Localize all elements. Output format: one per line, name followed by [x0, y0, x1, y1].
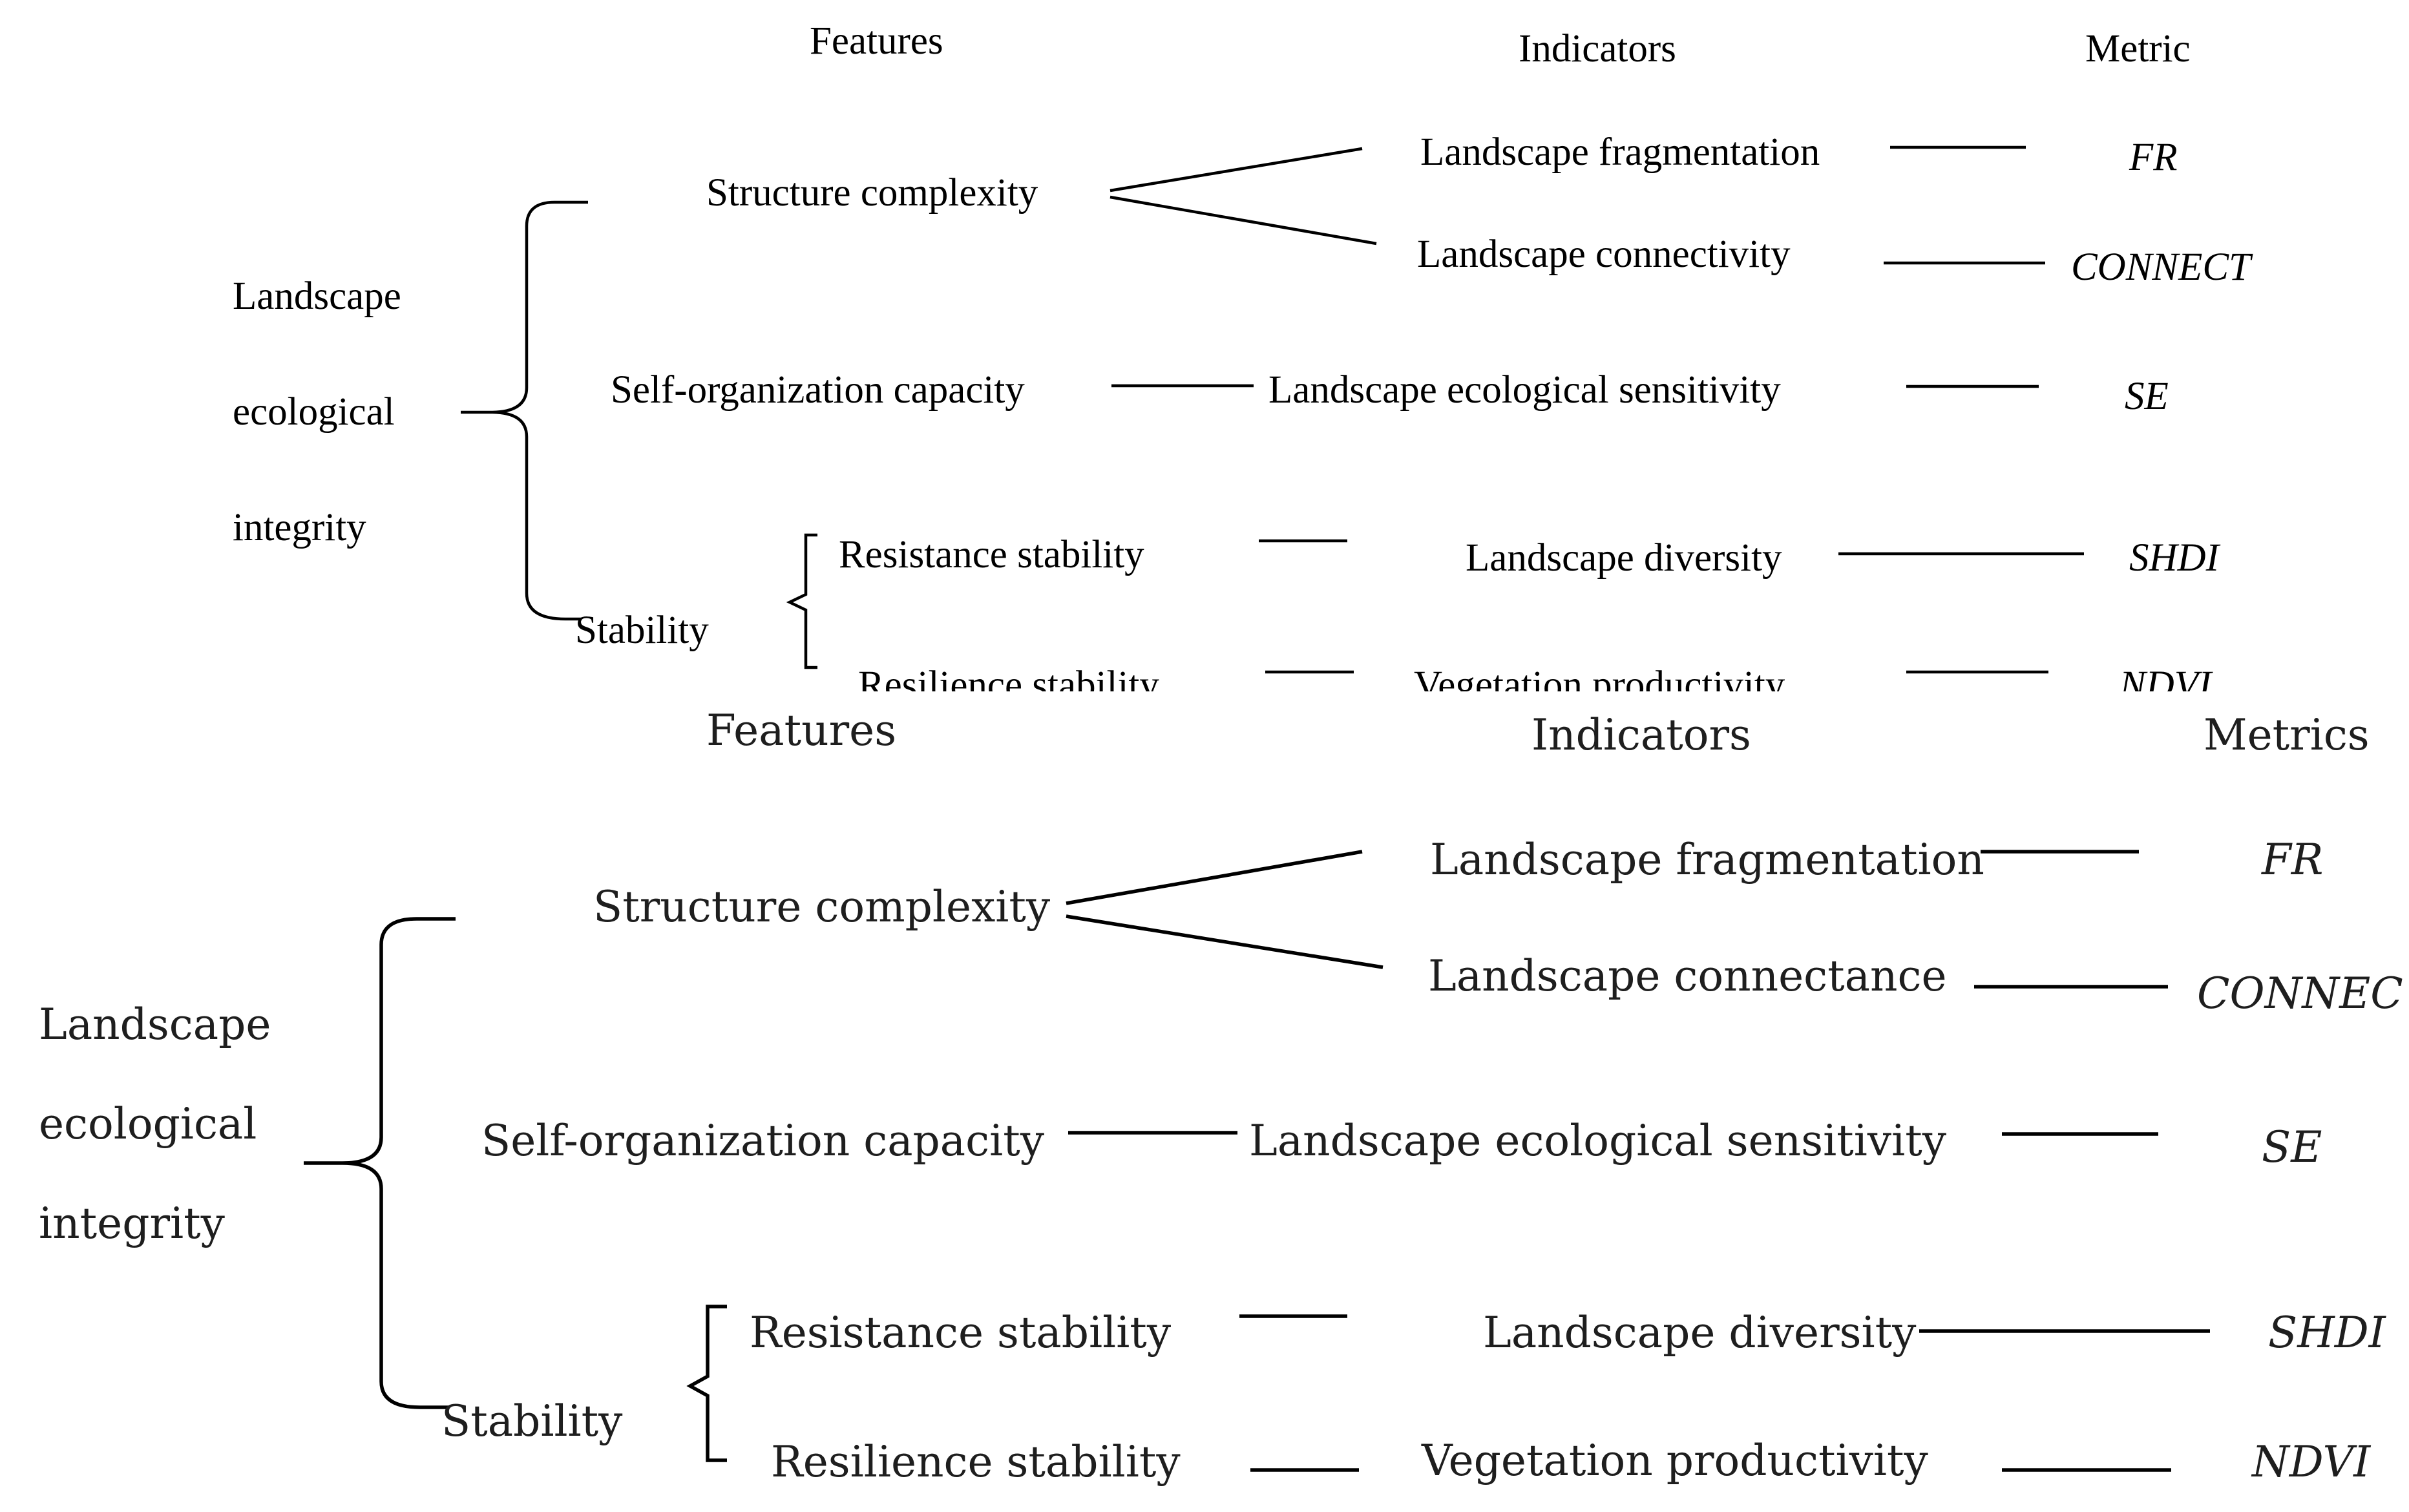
upper-panel: Features Indicators Metric Landscape eco… [233, 19, 2253, 707]
features-header: Features [810, 19, 943, 63]
metric-shdi: SHDI [2129, 536, 2221, 580]
indicator-diversity: Landscape diversity [1483, 1308, 1917, 1358]
metric-ndvi: NDVI [2119, 664, 2213, 707]
metric-header: Metric [2085, 27, 2191, 70]
indicator-sensitivity: Landscape ecological sensitivity [1249, 1116, 1947, 1166]
feature-self-organization: Self-organization capacity [611, 368, 1025, 412]
indicator-sensitivity: Landscape ecological sensitivity [1268, 368, 1781, 412]
root-label-line-1: Landscape [39, 1000, 271, 1049]
feature-resistance-stability: Resistance stability [839, 533, 1144, 576]
feature-resistance-stability: Resistance stability [750, 1308, 1172, 1358]
fork-line-upper [1066, 850, 1363, 905]
feature-self-organization: Self-organization capacity [481, 1116, 1045, 1166]
metric-connect: CONNEC [2197, 969, 2403, 1018]
lower-panel: Features Indicators Metrics Landscape ec… [39, 706, 2403, 1487]
root-brace [461, 200, 588, 621]
metric-shdi: SHDI [2268, 1308, 2387, 1358]
indicator-diversity: Landscape diversity [1466, 536, 1782, 580]
root-label-line-3: integrity [233, 506, 366, 549]
feature-resilience-stability: Resilience stability [771, 1437, 1181, 1487]
root-label-line-1: Landscape [233, 275, 401, 318]
indicator-productivity: Vegetation productivity [1414, 664, 1785, 707]
indicator-productivity: Vegetation productivity [1421, 1436, 1928, 1486]
indicators-header: Indicators [1531, 710, 1751, 760]
root-label-line-3: integrity [39, 1199, 226, 1248]
metric-fr: FR [2129, 136, 2178, 179]
fork-line-upper [1110, 147, 1363, 193]
root-label-line-2: ecological [39, 1099, 257, 1149]
indicator-connectivity: Landscape connectance [1428, 951, 1947, 1001]
metric-se: SE [2125, 375, 2169, 418]
metric-se: SE [2262, 1122, 2322, 1172]
feature-resilience-stability: Resilience stability [858, 664, 1159, 707]
feature-structure-complexity: Structure complexity [593, 882, 1051, 932]
indicator-fragmentation: Landscape fragmentation [1430, 835, 1984, 885]
root-brace [304, 917, 456, 1409]
stability-brace [786, 533, 817, 669]
metric-ndvi: NDVI [2251, 1437, 2372, 1487]
features-header: Features [706, 706, 896, 755]
indicator-fragmentation: Landscape fragmentation [1420, 131, 1820, 174]
fork-line-lower [1066, 914, 1383, 969]
root-label-line-2: ecological [233, 390, 395, 434]
indicators-header: Indicators [1519, 27, 1676, 70]
feature-stability: Stability [575, 609, 709, 652]
fork-line-lower [1110, 195, 1377, 246]
stability-brace [686, 1305, 727, 1462]
metric-fr: FR [2261, 835, 2324, 885]
feature-structure-complexity: Structure complexity [706, 171, 1038, 215]
feature-stability: Stability [441, 1396, 623, 1446]
metric-connect: CONNECT [2071, 246, 2253, 289]
metric-header: Metrics [2204, 710, 2370, 760]
indicator-connectivity: Landscape connectivity [1417, 233, 1791, 276]
